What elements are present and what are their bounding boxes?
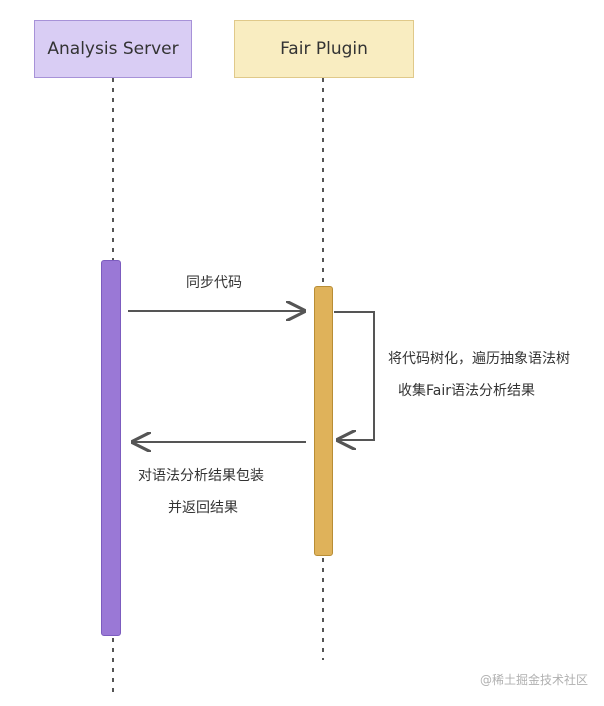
sync-code-label: 同步代码 — [186, 275, 242, 291]
analysis-server-participant: Analysis Server — [34, 20, 192, 78]
return-label-line2: 并返回结果 — [168, 500, 238, 516]
return-label-line1: 对语法分析结果包装 — [138, 468, 264, 484]
watermark: @稀土掘金技术社区 — [479, 673, 588, 687]
analysis-server-label: Analysis Server — [47, 39, 179, 59]
fair-plugin-label: Fair Plugin — [280, 39, 368, 59]
self-call-label-line1: 将代码树化，遍历抽象语法树 — [388, 351, 570, 367]
fair-plugin-participant: Fair Plugin — [234, 20, 414, 78]
self-call-label-line2: 收集Fair语法分析结果 — [398, 383, 535, 399]
self-call-arrow — [334, 311, 375, 440]
fair-plugin-activation-bar — [314, 286, 333, 556]
analysis-server-activation-bar — [101, 260, 121, 636]
